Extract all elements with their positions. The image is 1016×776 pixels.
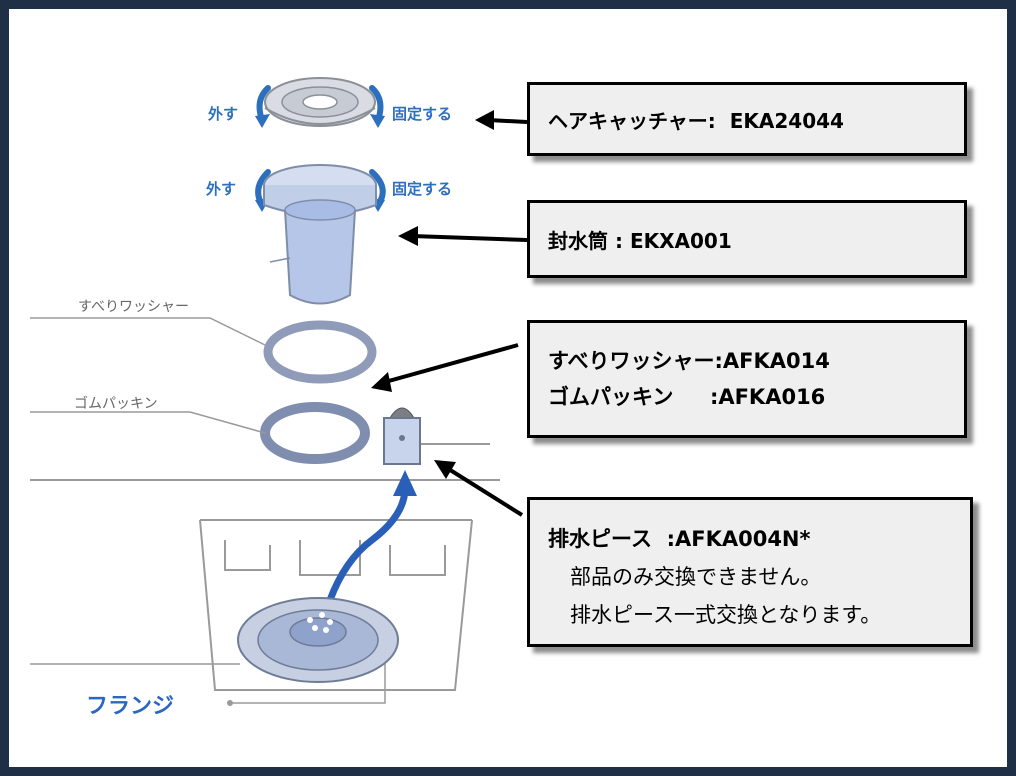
slide-washer-part bbox=[263, 320, 377, 384]
hair-catcher-name: ヘアキャッチャー: bbox=[548, 109, 716, 133]
washer-label: すべりワッシャー bbox=[78, 299, 190, 315]
remove-label-2: 外す bbox=[206, 180, 237, 198]
drain-piece-name: 排水ピース bbox=[548, 527, 652, 551]
callout-drain-piece: 排水ピース :AFKA004N* 部品のみ交換できません。 排水ピース一式交換と… bbox=[527, 497, 973, 647]
drain-piece-part bbox=[383, 407, 421, 465]
fix-label: 固定する bbox=[392, 105, 453, 123]
gasket-name: ゴムパッキン bbox=[548, 385, 674, 409]
fix-label-2: 固定する bbox=[392, 180, 453, 198]
washer-code: :AFKA014 bbox=[714, 349, 830, 373]
hair-catcher-part bbox=[264, 77, 376, 127]
drain-piece-note2: 排水ピース一式交換となります。 bbox=[570, 603, 882, 627]
seal-tube-name: 封水筒 bbox=[548, 229, 608, 253]
drain-flow-arrow bbox=[326, 484, 409, 604]
seal-tube-code: EKXA001 bbox=[629, 229, 732, 253]
seal-tube-sep: : bbox=[614, 229, 623, 253]
washer-name: すべりワッシャー bbox=[548, 349, 715, 373]
remove-label: 外す bbox=[208, 105, 239, 123]
drain-piece-note1: 部品のみ交換できません。 bbox=[570, 565, 822, 589]
drain-piece-code: :AFKA004N* bbox=[666, 527, 811, 551]
rubber-gasket-part bbox=[260, 402, 370, 464]
gasket-code: :AFKA016 bbox=[709, 385, 826, 409]
gasket-label: ゴムパッキン bbox=[74, 396, 158, 412]
flange-part bbox=[237, 597, 399, 683]
callout-hair-catcher: ヘアキャッチャー: EKA24044 bbox=[527, 82, 967, 156]
seal-tube-part bbox=[263, 164, 377, 305]
callout-arrows bbox=[371, 110, 528, 517]
flange-label: フランジ bbox=[86, 694, 175, 719]
callout-seal-tube: 封水筒 : EKXA001 bbox=[527, 200, 967, 278]
callout-washer-gasket: すべりワッシャー:AFKA014 ゴムパッキン :AFKA016 bbox=[527, 320, 967, 438]
hair-catcher-code: EKA24044 bbox=[729, 109, 844, 133]
